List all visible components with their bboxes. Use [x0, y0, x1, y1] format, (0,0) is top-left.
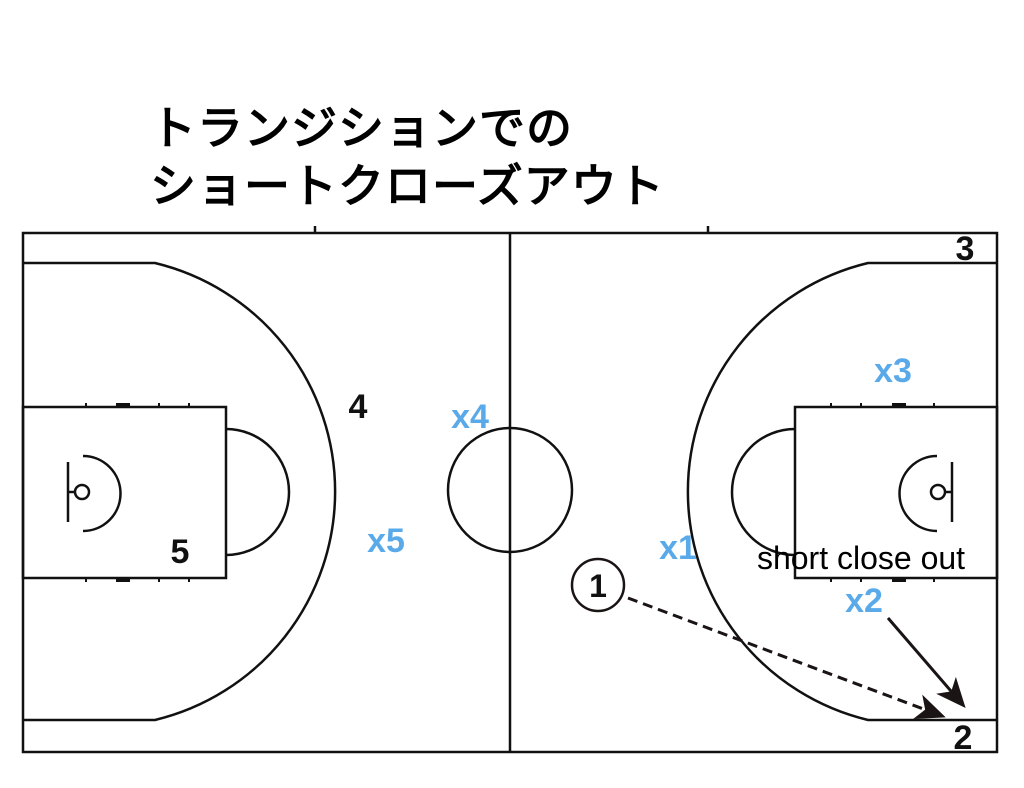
title-line-1: トランジションでの — [150, 101, 573, 155]
three-point-line-right — [686, 261, 997, 722]
restricted-area-right — [898, 454, 938, 533]
closeout-arrow — [886, 617, 966, 709]
defender-x5-label: x5 — [367, 522, 405, 560]
hoop-right — [929, 483, 947, 501]
defender-x4-label: x4 — [451, 398, 489, 436]
title-line-2: ショートクローズアウト — [150, 159, 665, 213]
player-4-label: 4 — [349, 388, 368, 426]
free-throw-arc-left — [225, 427, 291, 557]
player-2-label: 2 — [954, 719, 973, 757]
three-point-line-left — [23, 261, 337, 722]
free-throw-arc-right — [730, 427, 796, 557]
defender-x1-label: x1 — [659, 529, 697, 567]
player-1-circle — [570, 557, 626, 613]
pass-arrow — [627, 596, 946, 720]
court-lines — [21, 226, 999, 754]
annotation-short-close-out: short close out — [757, 540, 965, 576]
restricted-area-left — [82, 454, 122, 533]
hoop-left — [73, 483, 91, 501]
lane-marks-left — [85, 403, 190, 582]
player-5-label: 5 — [171, 533, 190, 571]
defender-x3-label: x3 — [874, 352, 912, 390]
lane-marks-right — [830, 403, 935, 582]
key-left — [21, 405, 228, 580]
player-3-label: 3 — [956, 230, 975, 268]
player-1-label: 1 — [589, 568, 607, 604]
center-circle — [446, 426, 574, 554]
defender-x2-label: x2 — [845, 582, 883, 620]
